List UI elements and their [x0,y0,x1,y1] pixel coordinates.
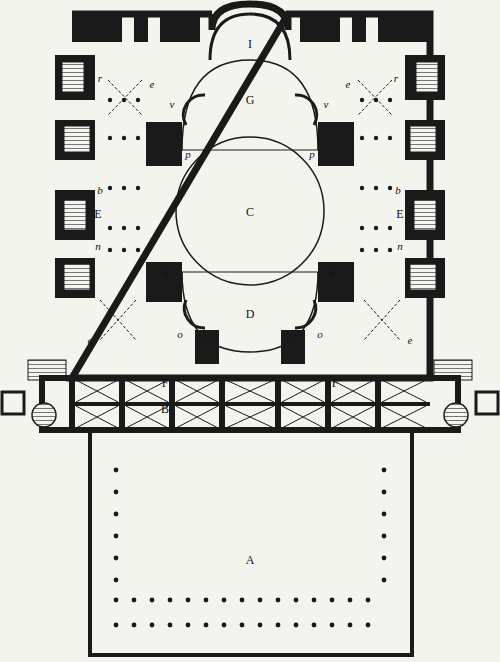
plan-letter: D [246,308,255,320]
plan-letter: I [248,38,252,50]
plan-letter: n [95,241,101,252]
plan-letter: b [395,185,401,196]
plan-letter: p [185,149,191,160]
plan-letter: C [246,206,254,218]
plan-letter: b [97,185,103,196]
plan-letter: n [397,241,403,252]
plan-letter: E [94,208,101,220]
plan-letter: A [246,554,255,566]
plan-letter: e [88,335,93,346]
plan-letter: v [324,99,329,110]
plan-letter: G [246,94,255,106]
plan-letter: B [161,403,169,415]
plan-letter: o [177,329,183,340]
plan-letter: o [317,329,323,340]
plan-letter: r [394,73,398,84]
plan-letter: r [98,73,102,84]
plan-letter: q [329,267,335,278]
plan-letter: p [309,149,315,160]
plan-letter: e [408,335,413,346]
plan-letter: e [150,79,155,90]
plan-letter: F [162,377,169,389]
plan-letter: v [170,99,175,110]
plan-letter: F [332,377,339,389]
plan-letter: E [396,208,403,220]
plan-letter: q [163,267,169,278]
plan-letter: e [346,79,351,90]
